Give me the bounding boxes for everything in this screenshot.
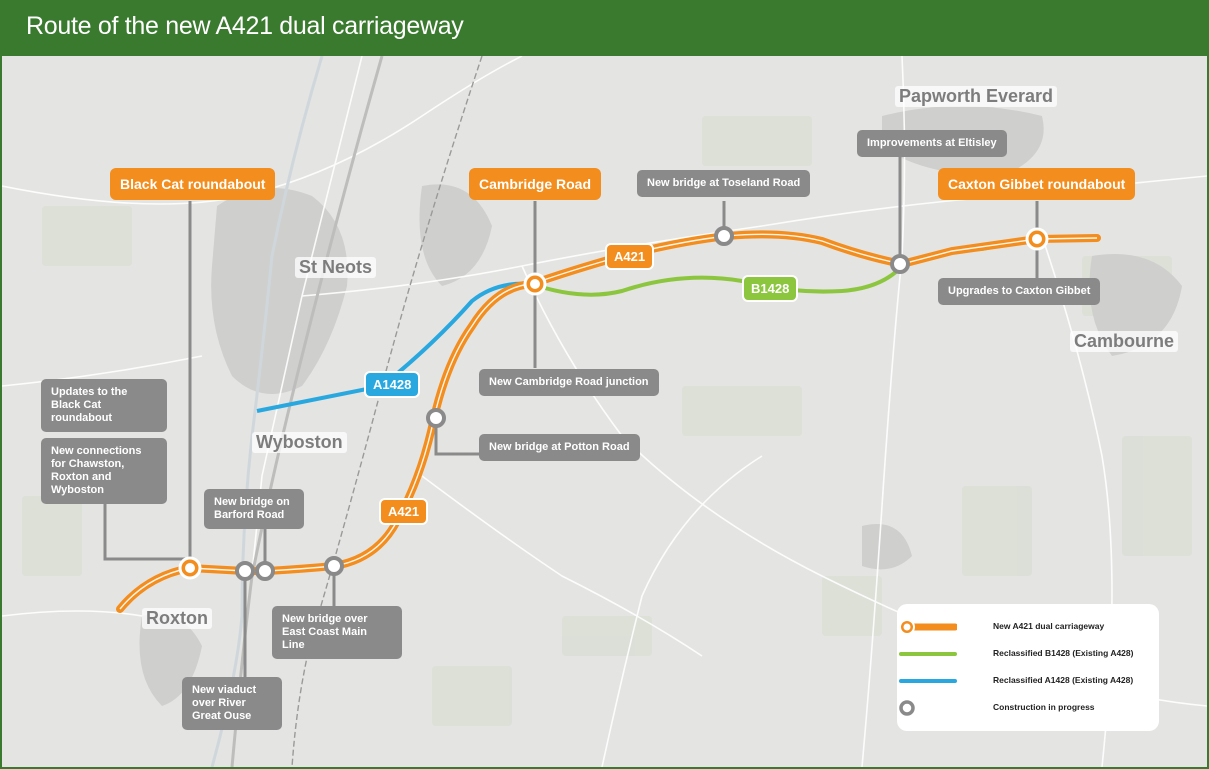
town-cambourne: Cambourne [1070, 331, 1179, 352]
legend-a1428-symbol [899, 679, 957, 683]
label-improvements-eltisley: Improvements at Eltisley [857, 130, 1007, 157]
map-canvas [2, 56, 1207, 767]
town-wyboston: Wyboston [252, 432, 347, 453]
a421-route [116, 230, 1101, 613]
label-new-bridge-ecml: New bridge over East Coast Main Line [272, 606, 402, 659]
page-title: Route of the new A421 dual carriageway [26, 12, 464, 40]
header-bar: Route of the new A421 dual carriageway [0, 0, 1209, 55]
badge-a421-upper: A421 [605, 243, 655, 270]
label-new-bridge-toseland: New bridge at Toseland Road [637, 170, 811, 197]
label-new-bridge-potton: New bridge at Potton Road [479, 434, 640, 461]
label-cambridge-road-junction: New Cambridge Road junction [479, 369, 659, 396]
label-new-connections: New connections for Chawston, Roxton and… [41, 438, 167, 504]
label-new-viaduct: New viaduct over River Great Ouse [182, 677, 282, 730]
legend: New A421 dual carriageway Reclassified B… [897, 604, 1159, 731]
legend-label: Reclassified B1428 (Existing A428) [993, 648, 1134, 658]
label-new-bridge-barford: New bridge on Barford Road [204, 489, 304, 529]
town-st-neots: St Neots [295, 257, 377, 278]
legend-construction-symbol [899, 700, 915, 716]
town-roxton: Roxton [142, 608, 212, 629]
legend-item-a421: New A421 dual carriageway [897, 617, 1159, 637]
legend-label: New A421 dual carriageway [993, 621, 1105, 631]
legend-a421-symbol [899, 619, 957, 635]
label-caxton-gibbet-roundabout: Caxton Gibbet roundabout [938, 168, 1136, 200]
badge-a1428: A1428 [364, 371, 421, 398]
town-papworth-everard: Papworth Everard [895, 86, 1058, 107]
badge-a421-lower: A421 [379, 498, 429, 525]
legend-item-construction: Construction in progress [897, 698, 1159, 718]
legend-b1428-symbol [899, 652, 957, 656]
legend-label: Construction in progress [993, 702, 1095, 712]
label-upgrades-caxton: Upgrades to Caxton Gibbet [938, 278, 1101, 305]
construction-markers [235, 226, 910, 581]
a1428-route-line [256, 281, 533, 413]
railway-line [291, 56, 483, 767]
map-area[interactable]: Black Cat roundabout Cambridge Road Caxt… [2, 56, 1207, 767]
river-great-ouse [210, 56, 324, 767]
junction-markers [178, 227, 1049, 580]
label-cambridge-road: Cambridge Road [469, 168, 602, 200]
legend-label: Reclassified A1428 (Existing A428) [993, 675, 1134, 685]
badge-b1428: B1428 [742, 275, 799, 302]
label-black-cat-roundabout: Black Cat roundabout [110, 168, 276, 200]
label-black-cat-updates: Updates to the Black Cat roundabout [41, 379, 167, 432]
legend-item-a1428: Reclassified A1428 (Existing A428) [897, 671, 1159, 691]
legend-item-b1428: Reclassified B1428 (Existing A428) [897, 644, 1159, 664]
